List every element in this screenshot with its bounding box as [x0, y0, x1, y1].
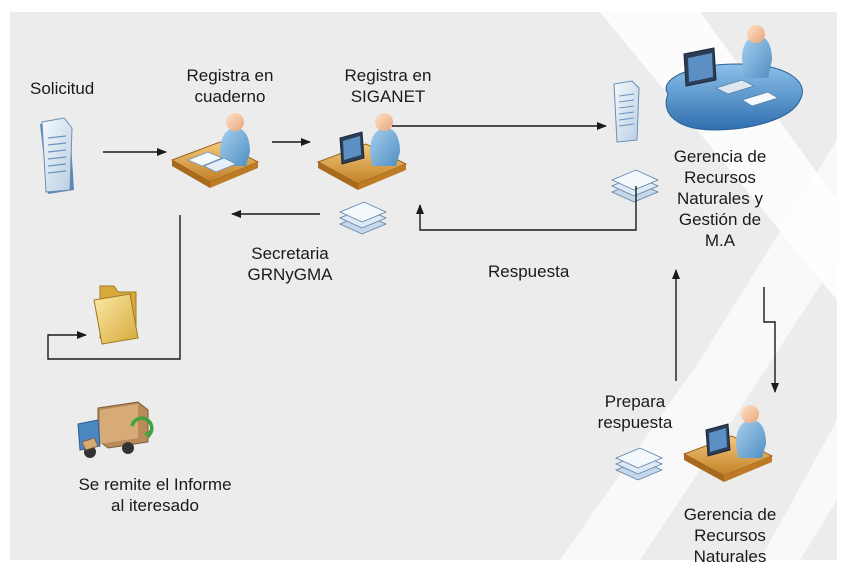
- computer-worker-icon: [316, 113, 408, 190]
- label-registra-siganet: Registra en SIGANET: [344, 66, 432, 106]
- arrow-gerencia-to-rn: [763, 287, 779, 393]
- document-icon: [613, 80, 640, 143]
- label-registra-cuaderno: Registra en cuaderno: [186, 66, 274, 106]
- label-secretaria: Secretaria GRNyGMA: [247, 244, 333, 284]
- manager-workstation-icon: [665, 25, 803, 131]
- delivery-truck-icon: [77, 401, 154, 458]
- arrow-cuaderno-down-to-folder: [47, 215, 181, 360]
- document-icon: [40, 117, 74, 194]
- document-stack-icon: [614, 447, 664, 481]
- label-respuesta: Respuesta: [488, 262, 570, 281]
- computer-worker-icon: [682, 405, 774, 482]
- label-solicitud: Solicitud: [30, 79, 95, 98]
- label-gerencia-rn: Gerencia de Recursos Naturales: [683, 505, 777, 566]
- folder-icon: [93, 285, 139, 345]
- background-swoosh-3: [760, 420, 837, 560]
- document-stack-icon: [338, 201, 388, 235]
- arrow-respuesta-to-siganet: [416, 186, 637, 231]
- label-prepara-respuesta: Prepara respuesta: [597, 392, 673, 432]
- label-remite-informe: Se remite el Informe al iteresado: [78, 475, 232, 515]
- background-swoosh: [600, 12, 837, 300]
- desk-worker-icon: [170, 113, 260, 188]
- label-gerencia-rn-gma: Gerencia de Recursos Naturales y Gestión…: [673, 147, 767, 250]
- document-stack-icon: [610, 169, 660, 203]
